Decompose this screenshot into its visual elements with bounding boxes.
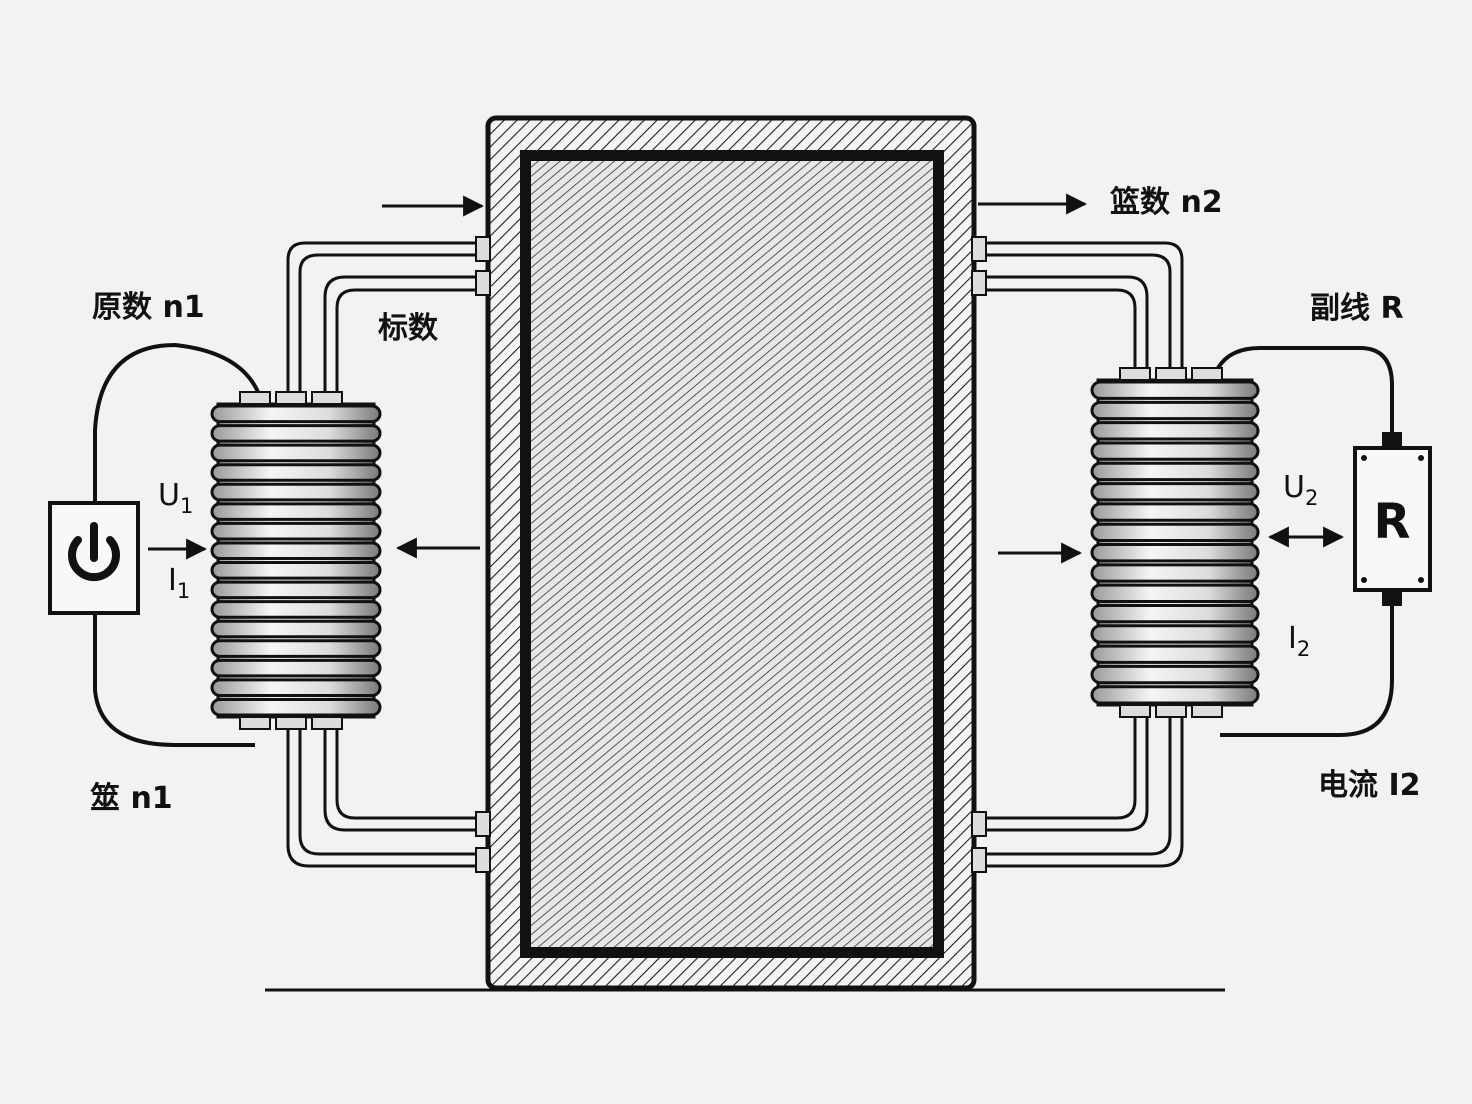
- coil-turn: [210, 639, 382, 658]
- label-secondary-turns: 篮数 n2: [1110, 185, 1223, 220]
- resistor-symbol: R: [1374, 494, 1411, 550]
- coil-turn: [210, 443, 382, 463]
- load-resistor[interactable]: R: [1353, 432, 1432, 606]
- symbol-u1: U1: [158, 478, 193, 518]
- coil-turn: [210, 600, 382, 619]
- secondary-coil: [1090, 367, 1260, 718]
- symbol-i2: I2: [1288, 621, 1310, 661]
- coil-turn: [210, 697, 382, 717]
- coil-turn: [1090, 380, 1260, 400]
- label-core: 标数: [378, 311, 439, 346]
- iron-core: [485, 115, 977, 991]
- label-primary-coil: 筮 n1: [90, 781, 173, 816]
- flux-arrows: [148, 193, 1345, 564]
- coil-turn: [210, 521, 382, 541]
- coil-turn: [1090, 563, 1260, 583]
- power-source[interactable]: [48, 501, 140, 615]
- coil-turn: [1090, 624, 1260, 644]
- coil-turn: [210, 482, 382, 502]
- coil-turn: [1090, 603, 1260, 624]
- coil-turn: [1090, 664, 1260, 685]
- coil-turn: [1090, 543, 1260, 563]
- coil-turn: [210, 541, 382, 560]
- symbol-u2: U2: [1283, 470, 1318, 510]
- coil-turn: [1090, 685, 1260, 705]
- label-primary-turns: 原数 n1: [92, 290, 205, 325]
- coil-turn: [210, 619, 382, 639]
- coil-turn: [210, 678, 382, 697]
- coil-turn: [1090, 583, 1260, 603]
- coil-turn: [1090, 482, 1260, 502]
- coil-turn: [210, 658, 382, 678]
- coil-turn: [210, 502, 382, 521]
- coil-turn: [1090, 644, 1260, 664]
- coil-turn: [210, 580, 382, 600]
- coil-turn: [1090, 522, 1260, 542]
- coil-turn: [1090, 421, 1260, 441]
- secondary-circuit-wire: [1216, 346, 1394, 737]
- power-icon: [68, 522, 120, 582]
- coil-turn: [210, 463, 382, 482]
- core-terminals: [475, 236, 987, 873]
- symbol-i1: I1: [168, 563, 190, 603]
- coil-turn: [1090, 502, 1260, 522]
- label-secondary-current: 电流 I2: [1318, 768, 1420, 803]
- label-load: 副线 R: [1310, 291, 1404, 326]
- coil-turn: [1090, 441, 1260, 461]
- core-connectors: [286, 241, 1184, 868]
- coil-turn: [210, 561, 382, 580]
- primary-coil: [210, 391, 382, 730]
- coil-turn: [1090, 400, 1260, 421]
- coil-turn: [210, 404, 382, 424]
- coil-turn: [210, 424, 382, 443]
- coil-turn: [1090, 461, 1260, 482]
- primary-circuit-wire: [93, 342, 260, 747]
